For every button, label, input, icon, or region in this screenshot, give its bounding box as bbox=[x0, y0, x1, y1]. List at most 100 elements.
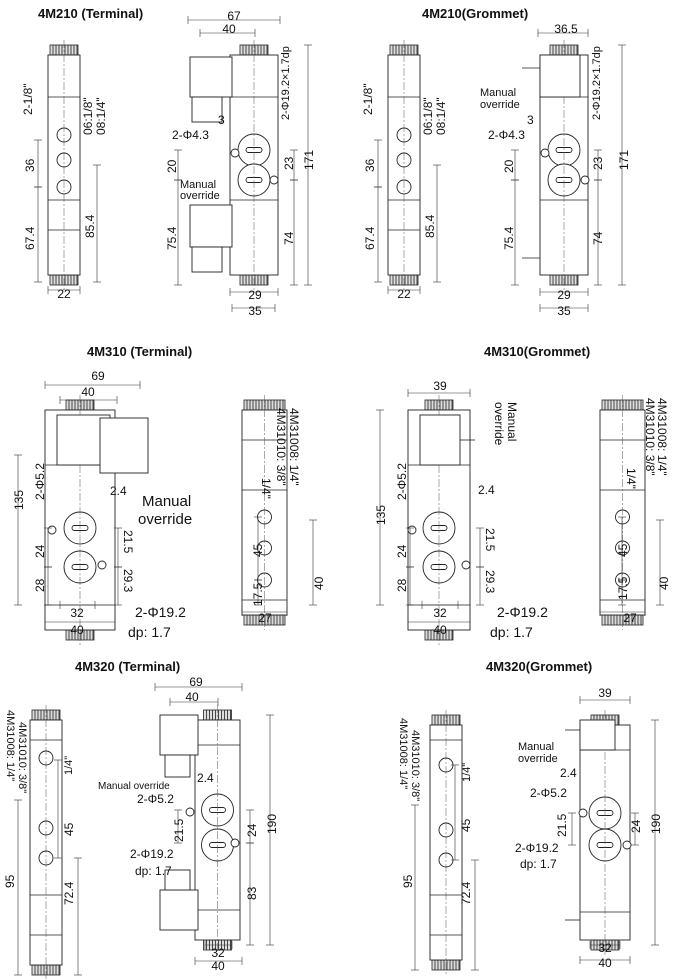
dim-label: 72.4 bbox=[62, 881, 76, 905]
dim-label: 74 bbox=[282, 231, 296, 245]
dim-label: 27 bbox=[258, 611, 272, 625]
manual-override-label: Manual override bbox=[98, 781, 170, 792]
port-label: 06:1/8" bbox=[421, 97, 435, 135]
dim-label: 23 bbox=[591, 156, 605, 170]
dim-label: 85.4 bbox=[83, 214, 97, 238]
dim-label: 40 bbox=[185, 690, 199, 704]
dim-label: 27 bbox=[623, 611, 637, 625]
dim-label: 40 bbox=[598, 956, 612, 970]
dim-label: 29 bbox=[557, 288, 571, 302]
dim-label: 135 bbox=[374, 505, 388, 525]
dim-label: 40 bbox=[312, 576, 326, 590]
dim-label: 40 bbox=[211, 959, 225, 973]
dim-label: 29 bbox=[248, 288, 262, 302]
mounting-hole bbox=[97, 560, 107, 570]
solenoid-coil bbox=[419, 414, 461, 466]
model-label: 4M31010: 3/8" bbox=[16, 722, 28, 793]
mounting-hole bbox=[461, 560, 471, 570]
panel-title: 4M310 (Terminal) bbox=[87, 344, 192, 359]
dim-label: 2.4 bbox=[197, 771, 214, 785]
dim-label: 40 bbox=[222, 22, 236, 36]
manual-override-label: override bbox=[180, 190, 220, 202]
mounting-hole bbox=[407, 525, 417, 535]
hole-label: 2-Φ4.3 bbox=[488, 128, 525, 142]
manual-override-label: Manual bbox=[518, 741, 554, 753]
dim-label: 21.5 bbox=[121, 530, 135, 554]
model-label: 4M31010: 3/8" bbox=[274, 408, 288, 486]
depth-label: dp: 1.7 bbox=[128, 624, 171, 640]
dim-label: 32 bbox=[598, 941, 612, 955]
dim-label: 67.4 bbox=[363, 226, 377, 250]
mounting-hole bbox=[230, 838, 240, 848]
panel-title: 4M210 (Terminal) bbox=[38, 6, 143, 21]
depth-label: dp: 1.7 bbox=[135, 864, 172, 878]
solenoid-connector bbox=[159, 889, 199, 931]
depth-label: dp: 1.7 bbox=[520, 857, 557, 871]
dim-label: 21.5 bbox=[555, 813, 569, 837]
port-label: 08:1/4" bbox=[434, 97, 448, 135]
solenoid-coil bbox=[539, 54, 581, 98]
panel-4m310-grommet: 4M310(Grommet) 39 Manual override 135 2-… bbox=[374, 344, 671, 640]
model-label: 4M31010: 3/8" bbox=[409, 730, 421, 801]
dim-label: 40 bbox=[70, 623, 84, 637]
dim-label: 2.4 bbox=[110, 484, 127, 498]
dim-label: 36 bbox=[363, 158, 377, 172]
manual-override-label: Manual bbox=[180, 179, 216, 191]
dim-label: 83 bbox=[245, 886, 259, 900]
dim-label: 3 bbox=[527, 113, 534, 127]
dim-label: 35 bbox=[248, 304, 262, 318]
panel-4m320-grommet: 4M320(Grommet) 4M31008: 1/4" 4M31010: 3/… bbox=[397, 659, 663, 970]
port-label: 2-1/8" bbox=[361, 83, 375, 115]
dim-label: 85.4 bbox=[423, 214, 437, 238]
dim-label: 45 bbox=[616, 543, 630, 557]
mounting-hole bbox=[578, 808, 588, 818]
panel-4m210-terminal: 4M210 (Terminal) 67 40 2-1/8" 06:1/8" 08… bbox=[21, 6, 316, 318]
mounting-hole bbox=[622, 840, 632, 850]
dim-label: 95 bbox=[401, 874, 415, 888]
solenoid-connector bbox=[99, 417, 149, 474]
mounting-hole bbox=[580, 175, 590, 185]
mounting-hole bbox=[230, 148, 240, 158]
dim-label: 40 bbox=[657, 576, 671, 590]
dim-label: 28 bbox=[395, 578, 409, 592]
hole-label: 2-Φ4.3 bbox=[172, 128, 209, 142]
dim-label: 17.5 bbox=[616, 576, 630, 600]
mounting-hole bbox=[47, 525, 57, 535]
dim-label: 36 bbox=[23, 158, 37, 172]
solenoid-connector bbox=[159, 714, 199, 756]
dim-label: 75.4 bbox=[502, 226, 516, 250]
solenoid-connector bbox=[189, 56, 233, 98]
dim-label: 21.5 bbox=[172, 818, 186, 842]
dim-label: 24 bbox=[395, 544, 409, 558]
model-label: 4M31008: 1/4" bbox=[4, 710, 16, 781]
dim-label: 23 bbox=[282, 156, 296, 170]
dim-label: 40 bbox=[433, 623, 447, 637]
dim-label: 32 bbox=[211, 946, 225, 960]
port-label: 1/4" bbox=[461, 763, 473, 782]
dim-label: 190 bbox=[265, 814, 279, 834]
dim-label: 28 bbox=[33, 578, 47, 592]
manual-override-label: override bbox=[138, 511, 192, 528]
panel-4m320-terminal: 4M320 (Terminal) 4M31008: 1/4" 4M31010: … bbox=[3, 659, 279, 973]
dim-label: 21.5 bbox=[483, 528, 497, 552]
dim-label: 22 bbox=[397, 287, 411, 301]
model-label: 4M31008: 1/4" bbox=[287, 408, 301, 486]
depth-label: dp: 1.7 bbox=[490, 624, 533, 640]
panel-title: 4M310(Grommet) bbox=[484, 344, 590, 359]
dim-label: 29.3 bbox=[483, 570, 497, 594]
dim-label: 190 bbox=[649, 814, 663, 834]
dim-label: 39 bbox=[598, 686, 612, 700]
dim-label: 2.4 bbox=[478, 483, 495, 497]
dim-label: 67.4 bbox=[23, 226, 37, 250]
port-label: 2-Φ19.2×1.7dp bbox=[280, 46, 292, 120]
dim-label: 20 bbox=[165, 159, 179, 173]
model-label: 4M31008: 1/4" bbox=[397, 718, 409, 789]
manual-override-label: override bbox=[492, 402, 506, 446]
manual-override-label: override bbox=[480, 99, 520, 111]
dim-label: 39 bbox=[433, 379, 447, 393]
drawing-shapes bbox=[14, 16, 664, 980]
port-label: 06:1/8" bbox=[81, 97, 95, 135]
mounting-hole bbox=[185, 807, 195, 817]
dim-label: 95 bbox=[3, 874, 17, 888]
port-label: 1/4" bbox=[259, 478, 273, 499]
